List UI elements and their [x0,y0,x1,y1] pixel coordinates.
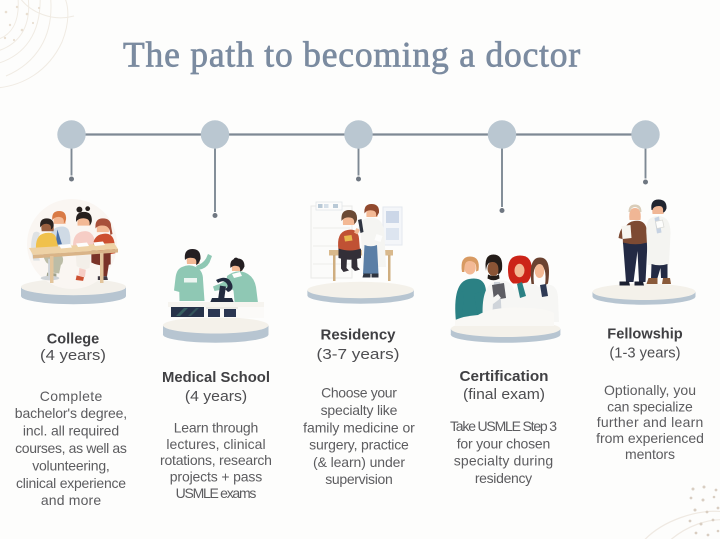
svg-text:mentors: mentors [625,446,675,462]
svg-text:Certification: Certification [460,368,549,385]
svg-text:lectures, clinical: lectures, clinical [166,436,265,452]
svg-text:bachelor's degree,: bachelor's degree, [15,405,127,421]
svg-text:courses, as well as: courses, as well as [15,440,127,456]
svg-text:The path to becoming a doctor: The path to becoming a doctor [123,35,581,75]
svg-text:and more: and more [41,492,102,508]
svg-text:projects + pass: projects + pass [170,469,262,485]
svg-text:(final exam): (final exam) [463,386,545,403]
svg-text:Residency: Residency [321,326,397,343]
svg-text:family medicine or: family medicine or [303,419,415,435]
svg-text:volunteering,: volunteering, [32,457,110,473]
svg-text:(& learn) under: (& learn) under [313,454,405,470]
svg-text:specialty during: specialty during [454,453,553,469]
svg-text:specialty like: specialty like [321,402,398,418]
svg-text:Complete: Complete [40,388,103,404]
svg-text:rotations, research: rotations, research [160,452,272,468]
svg-text:College: College [47,330,100,347]
svg-text:incl. all required: incl. all required [23,423,119,439]
svg-text:from experienced: from experienced [596,430,704,446]
svg-text:for your chosen: for your chosen [457,436,551,452]
svg-text:can specialize: can specialize [607,398,693,414]
svg-text:(4 years): (4 years) [185,388,247,405]
svg-text:Take USMLE Step 3: Take USMLE Step 3 [450,418,557,434]
svg-text:surgery, practice: surgery, practice [309,437,409,453]
svg-text:Choose your: Choose your [321,385,397,401]
svg-text:(1-3 years): (1-3 years) [609,345,680,362]
svg-text:(3-7 years): (3-7 years) [317,346,400,363]
svg-text:supervision: supervision [325,471,393,487]
svg-text:Fellowship: Fellowship [607,325,682,342]
svg-text:Optionally, you: Optionally, you [604,382,696,398]
svg-text:clinical experience: clinical experience [16,475,126,491]
svg-text:Medical School: Medical School [162,369,270,386]
svg-text:residency: residency [475,470,532,486]
svg-text:USMLE exams: USMLE exams [176,485,257,501]
svg-text:further and learn: further and learn [597,414,704,430]
svg-text:(4 years): (4 years) [40,347,106,364]
svg-text:Learn through: Learn through [174,420,259,436]
